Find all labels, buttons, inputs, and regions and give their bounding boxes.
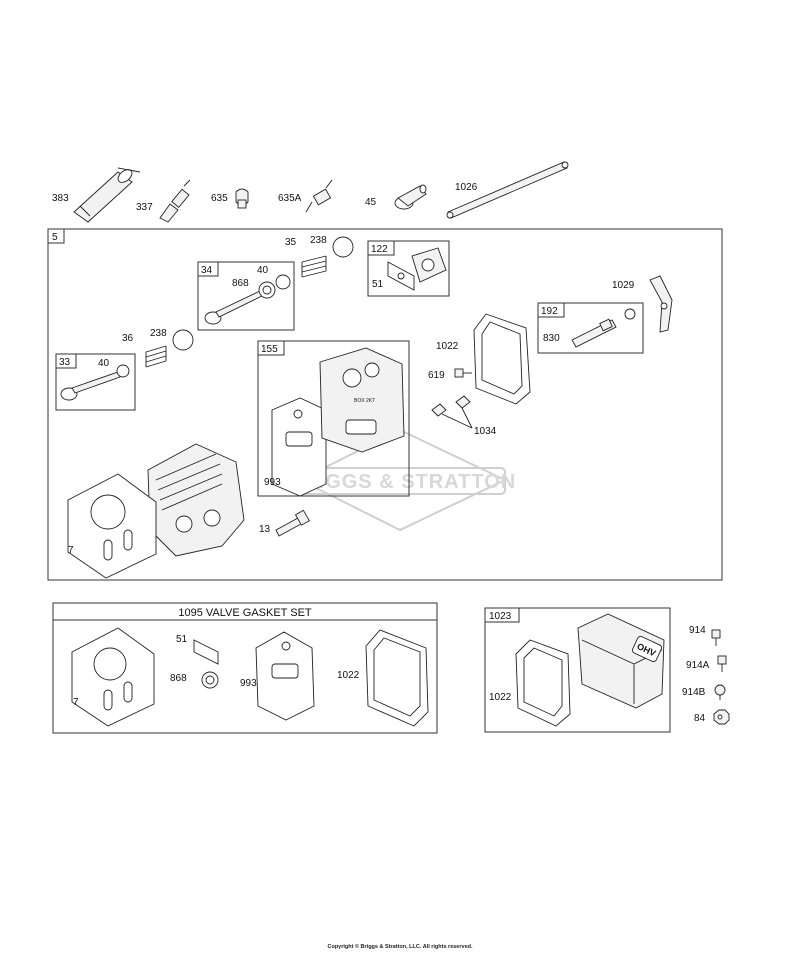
spring-cap-238-top — [332, 236, 354, 258]
cover-gasket-1022 — [515, 639, 571, 727]
label-635a: 635A — [278, 193, 302, 204]
spring-cap-238-mid — [172, 329, 194, 351]
assembly-5-label: 5 — [52, 232, 58, 243]
sub-box-155 — [257, 340, 410, 497]
spark-plug-boot-635 — [235, 188, 249, 209]
push-rod-guide-1034 — [431, 395, 473, 429]
valve-gasket-set-title: 1095 VALVE GASKET SET — [178, 607, 312, 619]
copyright-notice: Copyright © Briggs & Stratton, LLC. All … — [327, 944, 473, 950]
label-993: 993 — [264, 477, 281, 488]
label-1029: 1029 — [612, 280, 635, 291]
label-40-box34: 40 — [257, 265, 269, 276]
terminal-635a — [305, 179, 333, 213]
head-stamp: BOX 2KT — [354, 398, 375, 404]
screw-914a — [717, 655, 727, 672]
nut-84 — [713, 709, 730, 725]
label-40-box33: 40 — [98, 358, 110, 369]
exhaust-valve — [204, 289, 265, 325]
label-337: 337 — [136, 202, 153, 213]
set-label-7: 7 — [73, 697, 79, 708]
brand-watermark-text: BRIGGS & STRATTON — [288, 471, 516, 493]
breather-plate: BOX 2KT — [319, 347, 405, 453]
guide-45 — [394, 184, 427, 210]
label-868: 868 — [232, 278, 249, 289]
label-35: 35 — [285, 237, 297, 248]
valve-gasket-set-frame — [52, 602, 438, 734]
intake-valve — [60, 364, 130, 401]
cover-label-914a: 914A — [686, 660, 710, 671]
set-head-gasket-7 — [71, 627, 155, 727]
set-label-868: 868 — [170, 673, 187, 684]
screw-914 — [711, 629, 721, 646]
head-bolt-13 — [275, 509, 310, 537]
set-label-993: 993 — [240, 678, 257, 689]
intake-gasket-51 — [387, 261, 415, 291]
valve-cover: OHV — [577, 613, 665, 709]
label-383: 383 — [52, 193, 69, 204]
sub-box-122 — [367, 240, 450, 297]
label-1034: 1034 — [474, 426, 497, 437]
spark-plug-337 — [159, 179, 191, 223]
set-cover-gasket-1022 — [365, 629, 429, 727]
rocker-arm-1029 — [649, 275, 673, 333]
label-635: 635 — [211, 193, 228, 204]
set-label-51: 51 — [176, 634, 188, 645]
screw-914b — [714, 684, 726, 700]
spark-plug-wrench-383 — [73, 167, 141, 223]
set-intake-gasket-51 — [193, 639, 219, 665]
sub-box-34 — [197, 261, 295, 331]
assembly-5-frame — [47, 228, 723, 581]
intake-adapter — [411, 247, 447, 283]
sub-box-33-label: 33 — [59, 357, 71, 368]
cylinder-head — [147, 443, 245, 557]
valve-spring-35 — [301, 255, 327, 278]
push-rod-1026 — [446, 161, 569, 219]
cover-label-1022: 1022 — [489, 692, 512, 703]
sub-box-33 — [55, 353, 136, 411]
sub-box-155-label: 155 — [261, 344, 278, 355]
set-label-1022: 1022 — [337, 670, 360, 681]
assembly-5-tag — [47, 228, 65, 244]
label-7: 7 — [68, 545, 74, 556]
valve-seal-868 — [258, 281, 276, 299]
sub-box-34-label: 34 — [201, 265, 213, 276]
label-1022: 1022 — [436, 341, 459, 352]
label-238-top: 238 — [310, 235, 327, 246]
retainer-40-a — [275, 274, 291, 290]
sub-box-192 — [537, 302, 644, 354]
label-45: 45 — [365, 197, 377, 208]
label-830: 830 — [543, 333, 560, 344]
cover-label-914b: 914B — [682, 687, 706, 698]
label-619: 619 — [428, 370, 445, 381]
cover-assembly-frame — [484, 607, 671, 733]
label-51: 51 — [372, 279, 384, 290]
set-breather-gasket-993 — [255, 631, 315, 721]
rocker-cover-gasket-1022 — [473, 313, 531, 405]
label-13: 13 — [259, 524, 271, 535]
label-238-mid: 238 — [150, 328, 167, 339]
head-gasket-7 — [67, 473, 157, 579]
sub-box-192-label: 192 — [541, 306, 558, 317]
set-valve-seal-868 — [201, 671, 219, 689]
bolt-619 — [454, 368, 472, 378]
sub-box-122-label: 122 — [371, 244, 388, 255]
cover-assembly-label: 1023 — [489, 611, 512, 622]
rocker-stud-830 — [571, 308, 636, 348]
cover-label-914: 914 — [689, 625, 706, 636]
label-36: 36 — [122, 333, 134, 344]
breather-gasket-993 — [271, 397, 327, 497]
label-1026: 1026 — [455, 182, 478, 193]
valve-spring-36 — [145, 345, 167, 368]
cover-label-84: 84 — [694, 713, 706, 724]
